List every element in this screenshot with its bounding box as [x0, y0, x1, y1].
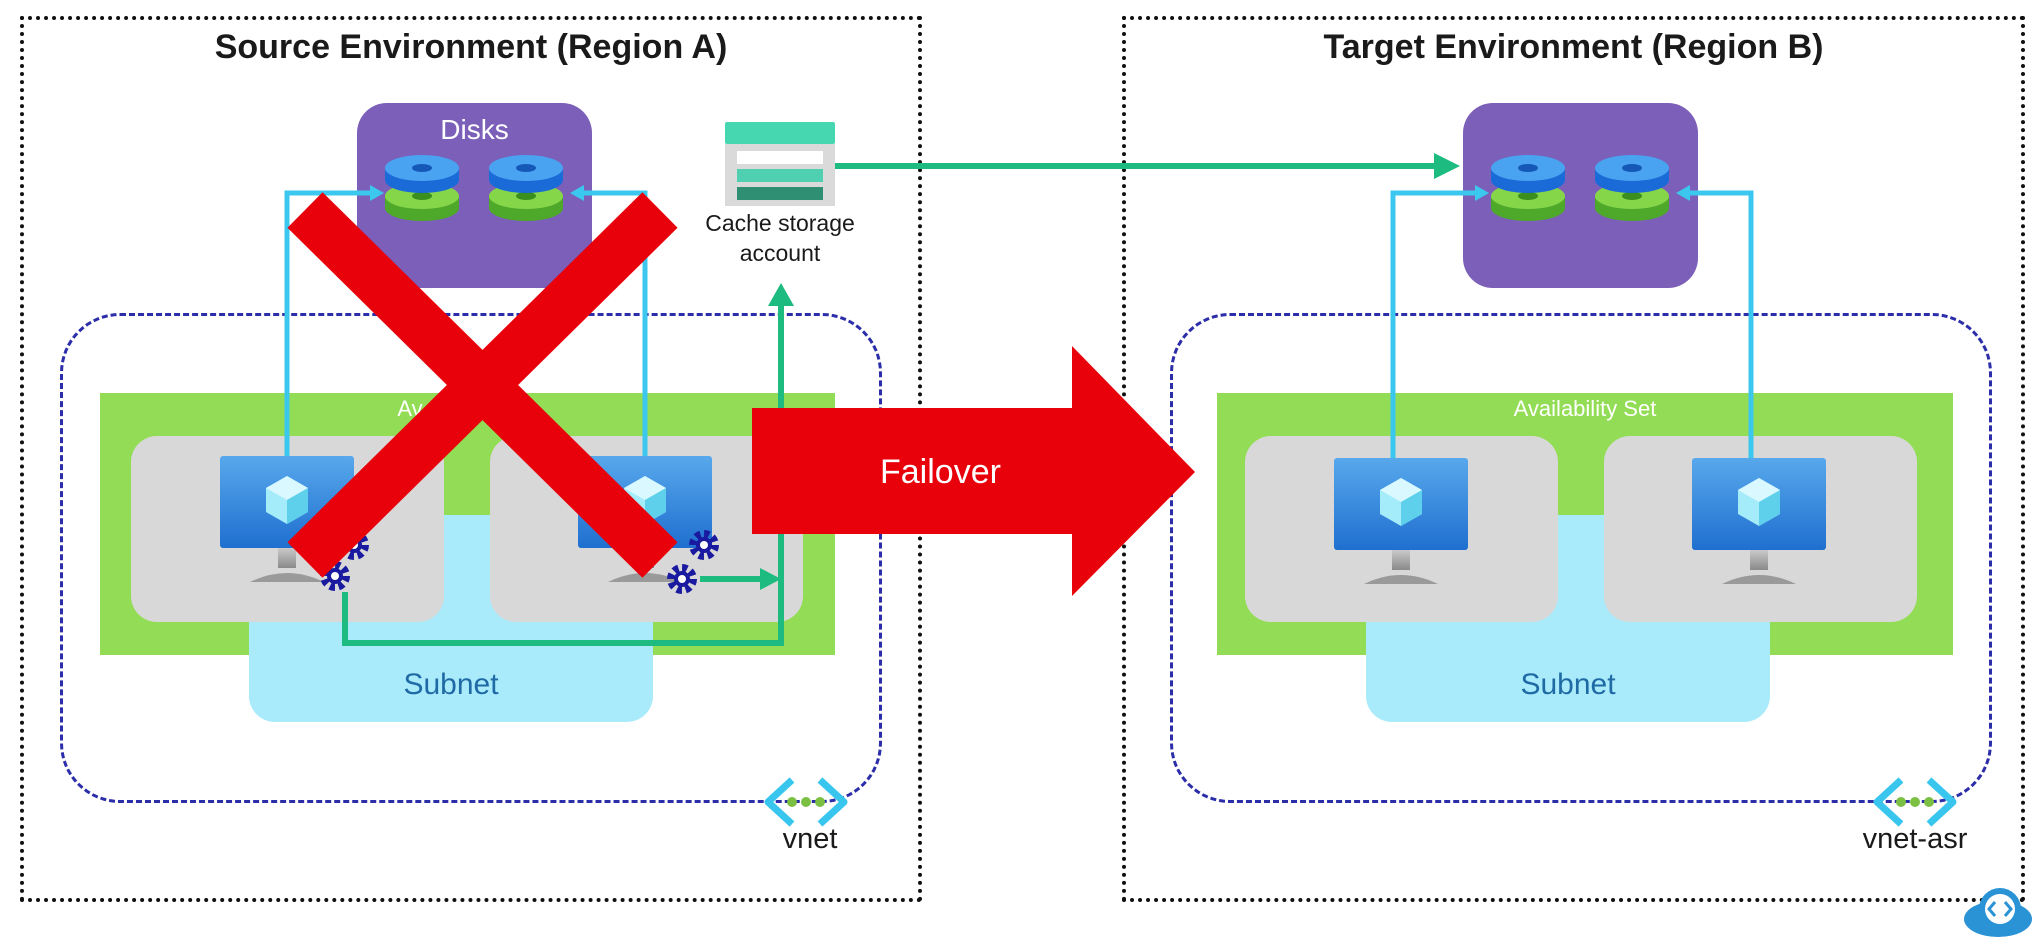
cache-storage-icon: [725, 122, 835, 206]
source-vnet-icon: [768, 780, 844, 824]
target-vnet-boundary: [1170, 313, 1992, 803]
source-disk-connections: [284, 185, 648, 456]
source-vnet-label: vnet: [782, 823, 838, 855]
source-subnet-label: Subnet: [403, 668, 499, 701]
replication-arrowhead-up: [768, 283, 794, 306]
failure-x-mark: [287, 192, 678, 578]
target-disk-2-icon: [1595, 155, 1669, 221]
target-disk-connections: [1390, 185, 1754, 458]
source-gear-4-icon: [671, 568, 693, 590]
target-vnet-label: vnet-asr: [1862, 823, 1968, 855]
cache-storage-label-line2: account: [739, 240, 821, 266]
replication-arrowhead-target: [1434, 153, 1460, 179]
target-availability-label: Availability Set: [1513, 396, 1657, 421]
source-disk-2-icon: [489, 155, 563, 221]
target-environment-title: Target Environment (Region B): [1323, 28, 1824, 66]
target-vm-left-icon: [1334, 458, 1468, 584]
source-environment-title: Source Environment (Region A): [214, 28, 728, 66]
target-disk-1-icon: [1491, 155, 1565, 221]
target-vnet-icon: [1877, 780, 1953, 824]
source-vnet-boundary: [60, 313, 882, 803]
cloud-logo-icon: [1964, 888, 2032, 937]
target-subnet-label: Subnet: [1520, 668, 1616, 701]
source-disk-1-icon: [385, 155, 459, 221]
target-vm-right-icon: [1692, 458, 1826, 584]
failover-arrow: [752, 346, 1195, 596]
replication-arrowhead-right-small: [760, 568, 781, 590]
cache-storage-label-line1: Cache storage: [705, 210, 855, 236]
source-disks-label: Disks: [440, 114, 509, 145]
failover-label: Failover: [880, 453, 1001, 491]
